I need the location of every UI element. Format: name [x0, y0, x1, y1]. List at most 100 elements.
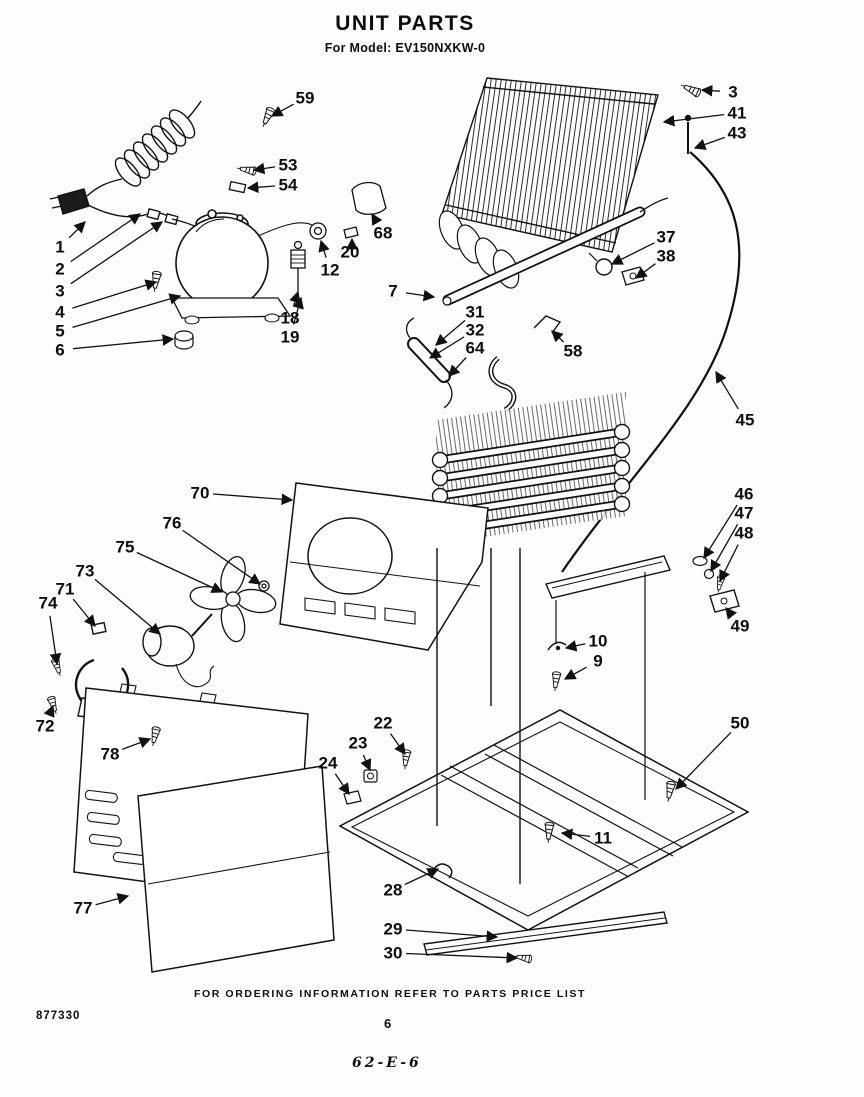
part-callout-31: 31 — [465, 302, 485, 322]
leader-line-37 — [610, 242, 655, 265]
part-callout-3: 3 — [55, 281, 65, 301]
leader-line-2 — [70, 213, 142, 263]
part-callout-3: 3 — [728, 82, 738, 102]
part-callout-43: 43 — [727, 123, 747, 143]
part-callout-72: 72 — [35, 716, 55, 736]
doc-number: 877330 — [36, 1010, 81, 1022]
leader-line-58 — [551, 330, 565, 343]
part-callout-77: 77 — [73, 898, 93, 918]
part-callout-5: 5 — [55, 321, 65, 341]
page-number: 6 — [384, 1016, 392, 1031]
part-callout-9: 9 — [593, 651, 603, 671]
part-callout-22: 22 — [373, 713, 393, 733]
part-callout-68: 68 — [373, 223, 393, 243]
leader-line-4 — [72, 279, 158, 309]
bottom-rail — [423, 911, 668, 964]
evaporator-bracket — [545, 555, 740, 800]
leader-line-12 — [318, 239, 330, 258]
leader-line-43 — [693, 136, 726, 151]
fan-blade — [189, 556, 277, 643]
part-callout-2: 2 — [55, 259, 65, 279]
leader-line-32 — [428, 336, 465, 359]
part-callout-19: 19 — [280, 327, 300, 347]
leader-line-78 — [121, 737, 152, 751]
diagram-header: UNIT PARTS For Model: EV150NXKW-0 — [0, 12, 810, 55]
part-callout-76: 76 — [162, 513, 182, 533]
leader-line-68 — [371, 212, 383, 226]
part-callout-50: 50 — [730, 713, 750, 733]
leader-line-72 — [43, 704, 55, 718]
part-callout-46: 46 — [734, 484, 754, 504]
part-callout-32: 32 — [465, 320, 485, 340]
refrigerant-drop-tubes — [436, 548, 521, 884]
leader-line-53 — [252, 162, 276, 175]
page-title: UNIT PARTS — [335, 12, 475, 35]
relay-and-overload-parts — [228, 105, 387, 294]
part-callout-1: 1 — [55, 237, 65, 257]
leader-line-64 — [448, 357, 467, 377]
part-callout-78: 78 — [100, 744, 120, 764]
leader-line-75 — [136, 551, 224, 593]
part-callout-41: 41 — [727, 103, 747, 123]
leader-line-10 — [564, 640, 586, 652]
part-callout-10: 10 — [588, 631, 608, 651]
part-callout-23: 23 — [348, 733, 368, 753]
part-callout-54: 54 — [278, 175, 298, 195]
leader-line-46 — [703, 504, 738, 560]
part-callout-48: 48 — [734, 523, 754, 543]
leader-line-48 — [719, 544, 739, 583]
leader-line-47 — [710, 523, 739, 573]
ordering-note: FOR ORDERING INFORMATION REFER TO PARTS … — [193, 988, 587, 1000]
part-callout-28: 28 — [383, 880, 403, 900]
leader-line-19 — [292, 296, 304, 325]
leader-line-70 — [212, 493, 294, 506]
fan-motor — [142, 613, 215, 688]
condenser-coil — [438, 77, 703, 289]
leader-line-38 — [634, 263, 656, 279]
leader-line-3 — [700, 84, 721, 97]
leader-line-7 — [405, 289, 436, 302]
part-callout-37: 37 — [656, 227, 676, 247]
compressor — [149, 209, 315, 350]
leader-line-71 — [72, 598, 96, 628]
part-callout-73: 73 — [75, 561, 95, 581]
plate-code: 62-E-6 — [352, 1055, 422, 1071]
leader-line-49 — [725, 606, 738, 620]
leader-line-1 — [68, 221, 86, 239]
leader-line-45 — [715, 370, 739, 410]
part-callout-29: 29 — [383, 919, 403, 939]
leader-line-73 — [94, 578, 161, 635]
part-callout-58: 58 — [563, 341, 583, 361]
leader-line-50 — [675, 731, 732, 790]
part-callout-49: 49 — [730, 616, 750, 636]
leader-line-41 — [662, 113, 725, 127]
leader-line-31 — [435, 319, 466, 346]
part-callout-4: 4 — [55, 302, 65, 322]
leader-line-28 — [404, 868, 440, 886]
part-callout-30: 30 — [383, 943, 403, 963]
leader-line-76 — [182, 529, 262, 585]
part-callout-75: 75 — [115, 537, 135, 557]
leader-line-3 — [70, 221, 164, 285]
leader-line-6 — [72, 334, 175, 350]
leader-line-22 — [389, 733, 406, 756]
model-subtitle: For Model: EV150NXKW-0 — [324, 41, 486, 55]
part-callout-59: 59 — [295, 88, 315, 108]
leader-line-77 — [95, 893, 130, 906]
part-callout-71: 71 — [55, 579, 75, 599]
part-callout-7: 7 — [388, 281, 398, 301]
leader-line-23 — [360, 754, 372, 772]
leader-line-30 — [405, 951, 519, 964]
leader-line-9 — [563, 666, 587, 680]
access-panels — [73, 683, 335, 973]
leader-line-5 — [72, 293, 182, 329]
leader-line-24 — [334, 773, 350, 796]
part-callout-45: 45 — [735, 410, 755, 430]
leader-lines — [43, 84, 739, 964]
part-callout-11: 11 — [594, 828, 612, 848]
filter-drier — [405, 317, 453, 409]
part-callout-24: 24 — [318, 753, 338, 773]
leader-line-54 — [246, 181, 276, 194]
